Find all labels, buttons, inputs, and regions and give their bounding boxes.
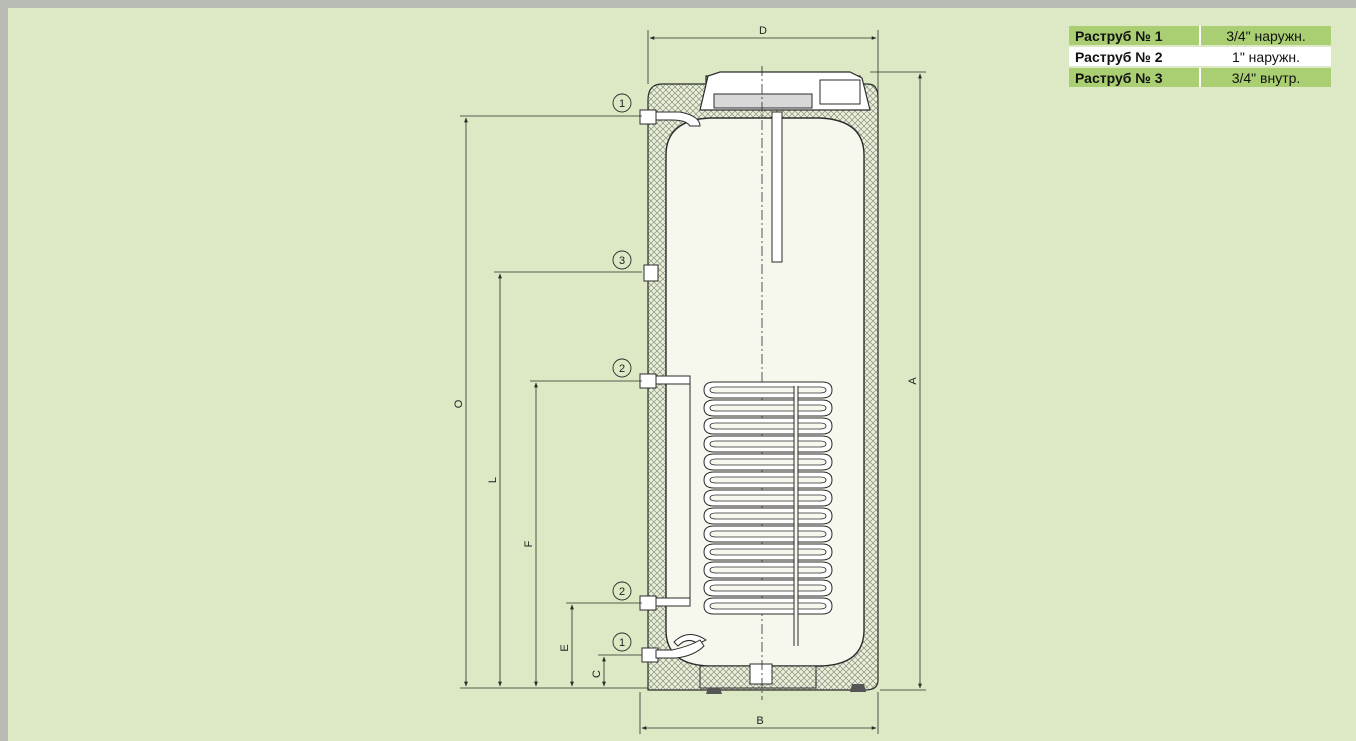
coil-loop-inner [709,440,827,448]
spec-value: 3/4" внутр. [1199,68,1331,87]
coil-loop-inner [709,530,827,538]
port-marker-2-upper: 2 [612,358,632,378]
foot-left [706,688,722,694]
svg-text:3: 3 [619,255,625,267]
coil-inlet-pipe [651,375,691,385]
flange-plate [713,93,813,109]
coil-loop-inner [709,458,827,466]
dimension-lines [460,30,926,734]
svg-text:1: 1 [619,98,625,110]
control-box [819,79,861,105]
spec-row-port-1: Раструб № 1 3/4" наружн. [1069,26,1331,45]
hot-outlet-pipe [655,111,701,127]
dim-label-b: B [756,715,763,727]
coil-outlet-pipe [651,597,691,607]
foot-right [850,684,866,692]
spec-label: Раструб № 3 [1069,68,1199,87]
dim-label-o: O [453,399,465,408]
cold-inlet-pipe [655,639,705,659]
coil-loop-inner [709,494,827,502]
port-marker-1-bottom: 1 [612,632,632,652]
drain-boss [749,663,773,685]
coil-loop-inner [709,548,827,556]
coil-loop-inner [709,584,827,592]
port-connectors [639,109,659,663]
dim-label-c: C [591,670,603,678]
port-spec-table: Раструб № 1 3/4" наружн. Раструб № 2 1" … [1069,24,1331,89]
dim-label-f: F [523,540,535,547]
spec-row-port-3: Раструб № 3 3/4" внутр. [1069,68,1331,87]
spec-value: 3/4" наружн. [1199,26,1331,45]
coil-loop-inner [709,386,827,394]
svg-text:2: 2 [619,363,625,375]
port-marker-1-top: 1 [612,93,632,113]
dim-label-d: D [759,25,767,37]
coil-loop-inner [709,404,827,412]
anode-rod [771,111,783,263]
coil-loop-inner [709,476,827,484]
coil-loop-inner [709,602,827,610]
dim-label-l: L [487,477,499,483]
svg-text:1: 1 [619,637,625,649]
spec-label: Раструб № 2 [1069,47,1199,66]
coil-loop-inner [709,566,827,574]
dim-label-a: A [907,377,919,385]
coil-loop-inner [709,512,827,520]
coil-loop-inner [709,422,827,430]
dim-label-e: E [559,644,571,651]
spec-row-port-2: Раструб № 2 1" наружн. [1069,47,1331,66]
svg-text:2: 2 [619,586,625,598]
port-marker-3: 3 [612,250,632,270]
spec-value: 1" наружн. [1199,47,1331,66]
port-marker-2-lower: 2 [612,581,632,601]
spec-label: Раструб № 1 [1069,26,1199,45]
